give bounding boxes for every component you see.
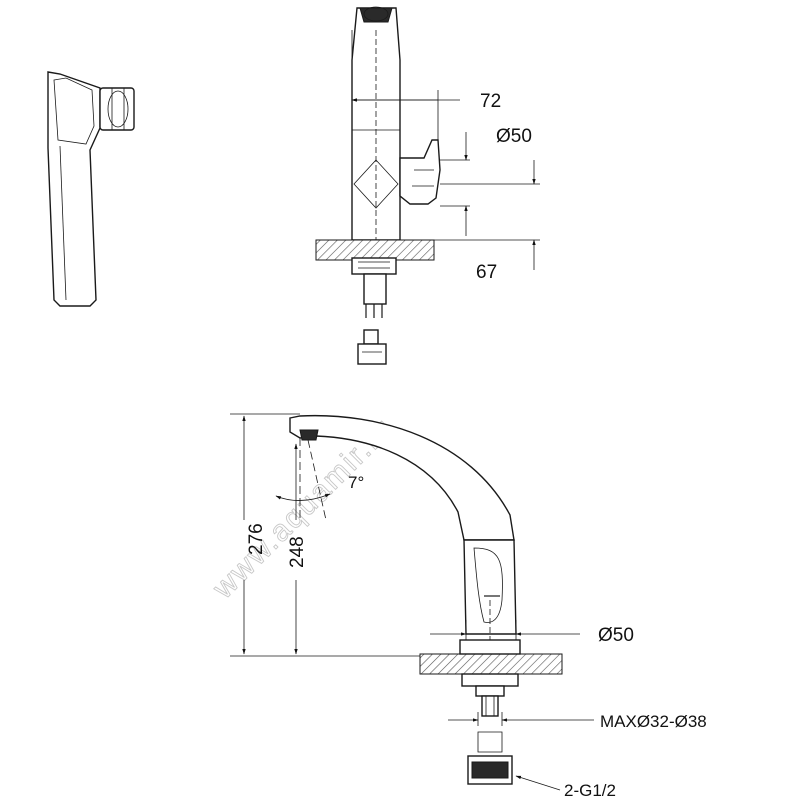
dim-72: 72 [480, 91, 501, 112]
dim-276: 276 [246, 523, 267, 555]
dim-top-diameter: Ø50 [496, 126, 532, 147]
dim-mounting-hole: MAXØ32-Ø38 [600, 712, 707, 731]
dim-angle: 7° [348, 473, 364, 492]
dim-base-diameter: Ø50 [598, 625, 634, 646]
dim-connection: 2-G1/2 [564, 781, 616, 800]
dim-67: 67 [476, 262, 497, 283]
faucet-front-view [315, 6, 540, 365]
handle-side-view [47, 71, 135, 307]
faucet-side-view [230, 413, 594, 791]
dim-248: 248 [287, 536, 308, 568]
